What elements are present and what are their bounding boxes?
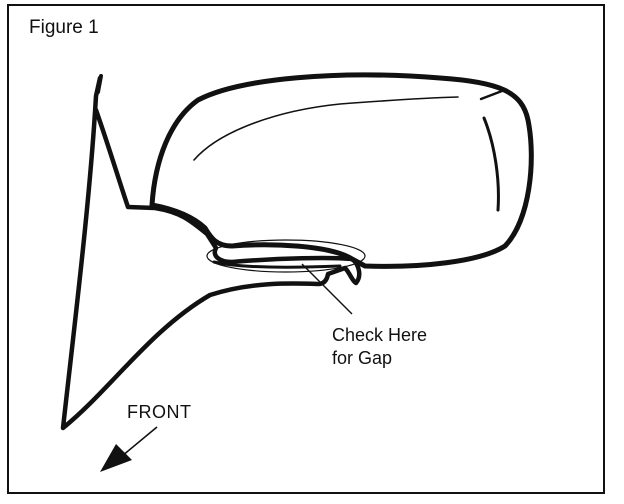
- front-label: FRONT: [127, 402, 192, 422]
- mirror-mount-outline: [60, 75, 362, 431]
- housing-highlight-right: [482, 116, 500, 212]
- housing-highlight-mark: [479, 89, 504, 101]
- figure-frame: [7, 4, 605, 494]
- gap-check-ellipse: [206, 239, 366, 273]
- gap-seam-line: [212, 260, 342, 269]
- figure-label: Figure 1: [29, 17, 99, 38]
- front-arrow-head: [100, 444, 132, 472]
- gap-callout: Check Here for Gap: [332, 324, 427, 370]
- mount-tip-mark: [96, 74, 103, 94]
- callout-leader-line: [301, 263, 353, 315]
- gap-callout-line1: Check Here: [332, 325, 428, 345]
- front-arrow-shaft: [121, 426, 158, 457]
- gap-callout-line2: for Gap: [332, 348, 393, 368]
- housing-highlight-left: [193, 96, 459, 161]
